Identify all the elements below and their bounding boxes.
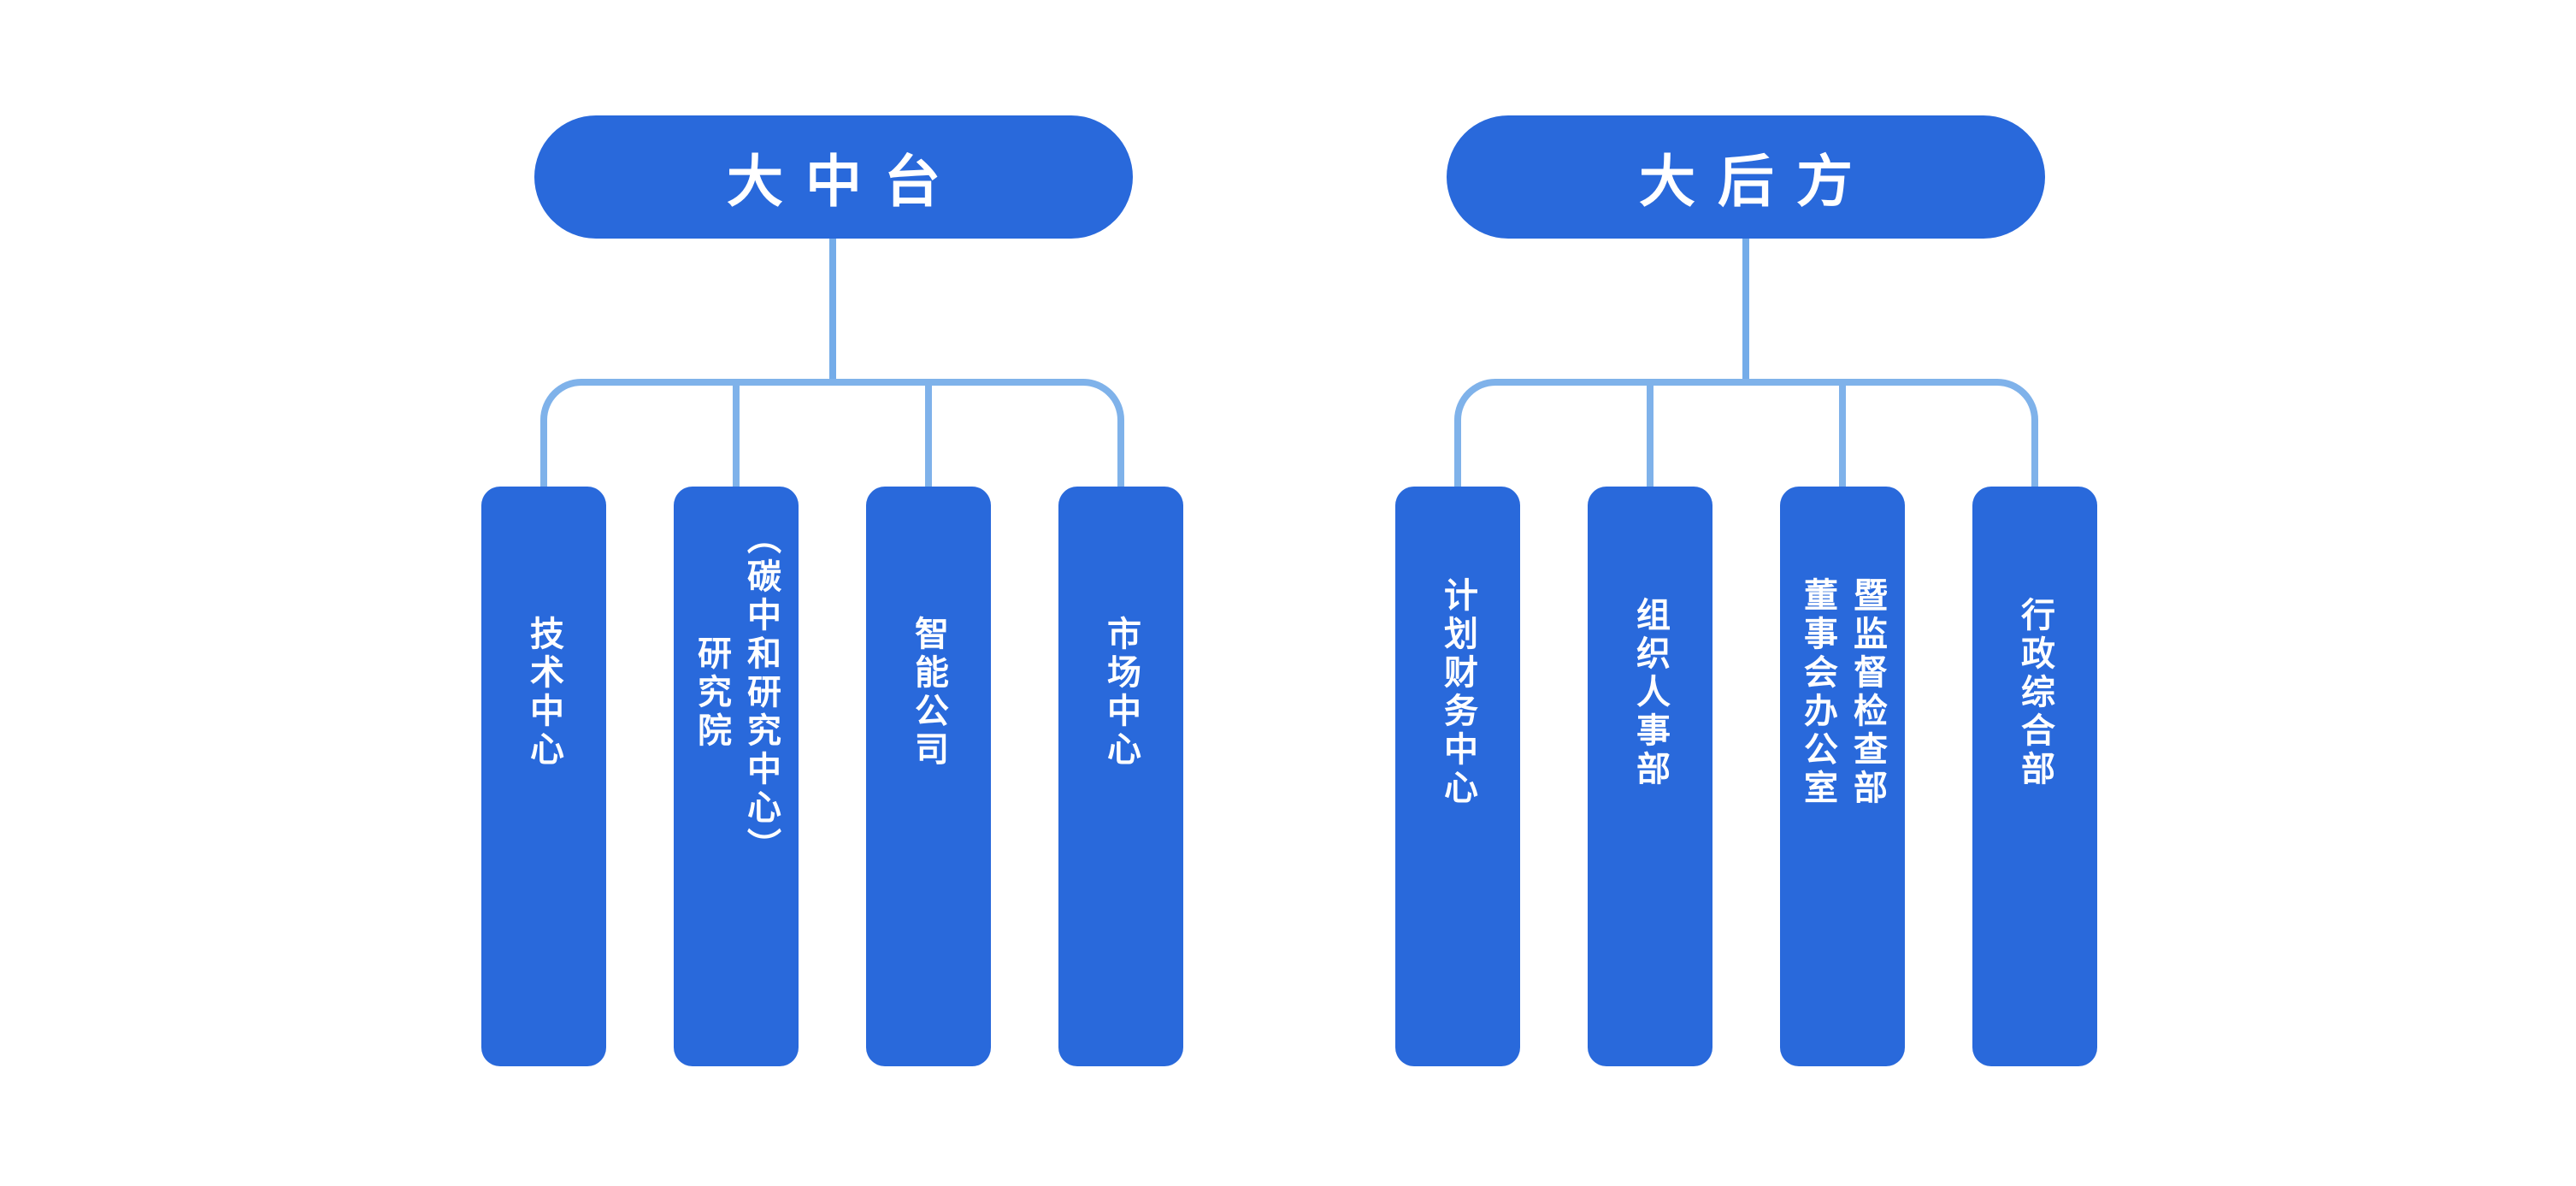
dept-node-label: 技术中心 <box>525 616 563 770</box>
dept-node-label: （碳中和研究中心） 研究院 <box>693 519 780 866</box>
parent-node-label: 大中台 <box>727 150 963 213</box>
dept-node-research-institute: （碳中和研究中心） 研究院 <box>674 487 799 1066</box>
parent-node-label: 大后方 <box>1639 150 1875 213</box>
dept-node-planning-finance-center: 计划财务中心 <box>1395 487 1520 1066</box>
dept-node-label: 市场中心 <box>1102 616 1140 770</box>
dept-node-market-center: 市场中心 <box>1058 487 1183 1066</box>
connector-bus <box>540 379 1124 487</box>
dept-node-label: 计划财务中心 <box>1439 577 1477 808</box>
connector-drop <box>733 382 740 487</box>
connector-drop <box>925 382 932 487</box>
connector-stem <box>829 239 836 384</box>
dept-node-label: 组织人事部 <box>1631 596 1669 789</box>
connector-drop <box>1647 382 1653 487</box>
connector-bus <box>1454 379 2038 487</box>
dept-node-technology-center: 技术中心 <box>481 487 606 1066</box>
dept-node-board-office-supervision: 暨监督检查部 董事会办公室 <box>1780 487 1905 1066</box>
parent-node-dazhongtai: 大中台 <box>534 115 1133 239</box>
dept-node-label: 暨监督检查部 董事会办公室 <box>1799 577 1886 808</box>
dept-node-organization-personnel: 组织人事部 <box>1588 487 1712 1066</box>
parent-node-dahoufang: 大后方 <box>1447 115 2045 239</box>
connector-drop <box>1839 382 1846 487</box>
dept-node-label: 行政综合部 <box>2016 596 2054 789</box>
dept-node-intelligent-company: 智能公司 <box>866 487 991 1066</box>
dept-node-administration: 行政综合部 <box>1972 487 2097 1066</box>
connector-stem <box>1742 239 1749 384</box>
dept-node-label: 智能公司 <box>910 616 947 770</box>
